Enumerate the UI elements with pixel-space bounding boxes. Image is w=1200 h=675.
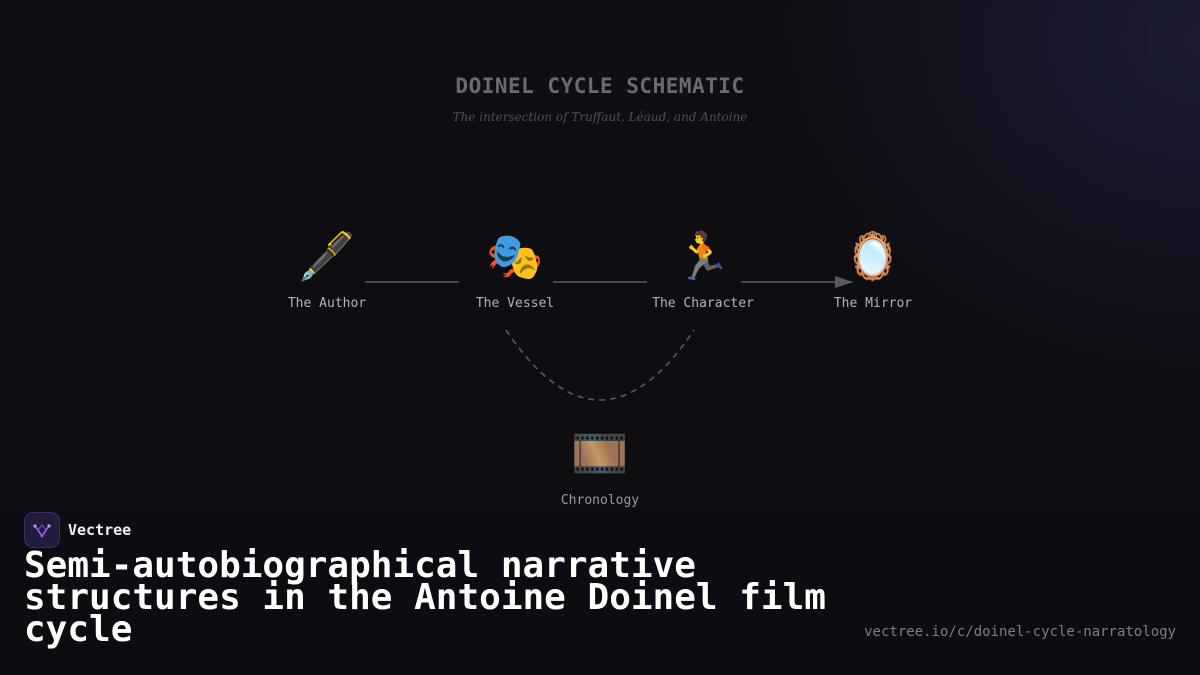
node-character: 🏃 The Character — [633, 228, 773, 311]
node-vessel: 🎭 The Vessel — [445, 228, 585, 311]
headline: Semi-autobiographical narrative structur… — [24, 545, 826, 650]
theater-masks-icon: 🎭 — [486, 229, 544, 283]
node-label: Chronology — [560, 493, 640, 508]
fountain-pen-icon: 🖋️ — [298, 229, 356, 283]
edge-chronology-arc — [505, 329, 695, 401]
vectree-logo-icon — [24, 512, 60, 548]
running-person-icon: 🏃 — [674, 229, 732, 283]
diagram-title: DOINEL CYCLE SCHEMATIC — [455, 74, 745, 98]
mirror-icon: 🪞 — [844, 229, 902, 283]
node-chronology: 🎞️ Chronology — [530, 425, 670, 508]
node-label: The Author — [287, 296, 367, 311]
node-mirror: 🪞 The Mirror — [803, 228, 943, 311]
connectors — [365, 276, 853, 401]
diagram-subtitle: The intersection of Truffaut, Léaud, and… — [452, 110, 748, 124]
node-label: The Character — [652, 296, 754, 311]
node-author: 🖋️ The Author — [257, 228, 397, 311]
film-frames-icon: 🎞️ — [571, 426, 629, 480]
node-label: The Vessel — [475, 296, 555, 311]
brand-name: Vectree — [68, 521, 132, 539]
page-url[interactable]: vectree.io/c/doinel-cycle-narratology — [864, 624, 1176, 640]
diagram: DOINEL CYCLE SCHEMATIC The intersection … — [257, 74, 943, 508]
brand: Vectree — [24, 512, 131, 548]
node-label: The Mirror — [833, 296, 913, 311]
